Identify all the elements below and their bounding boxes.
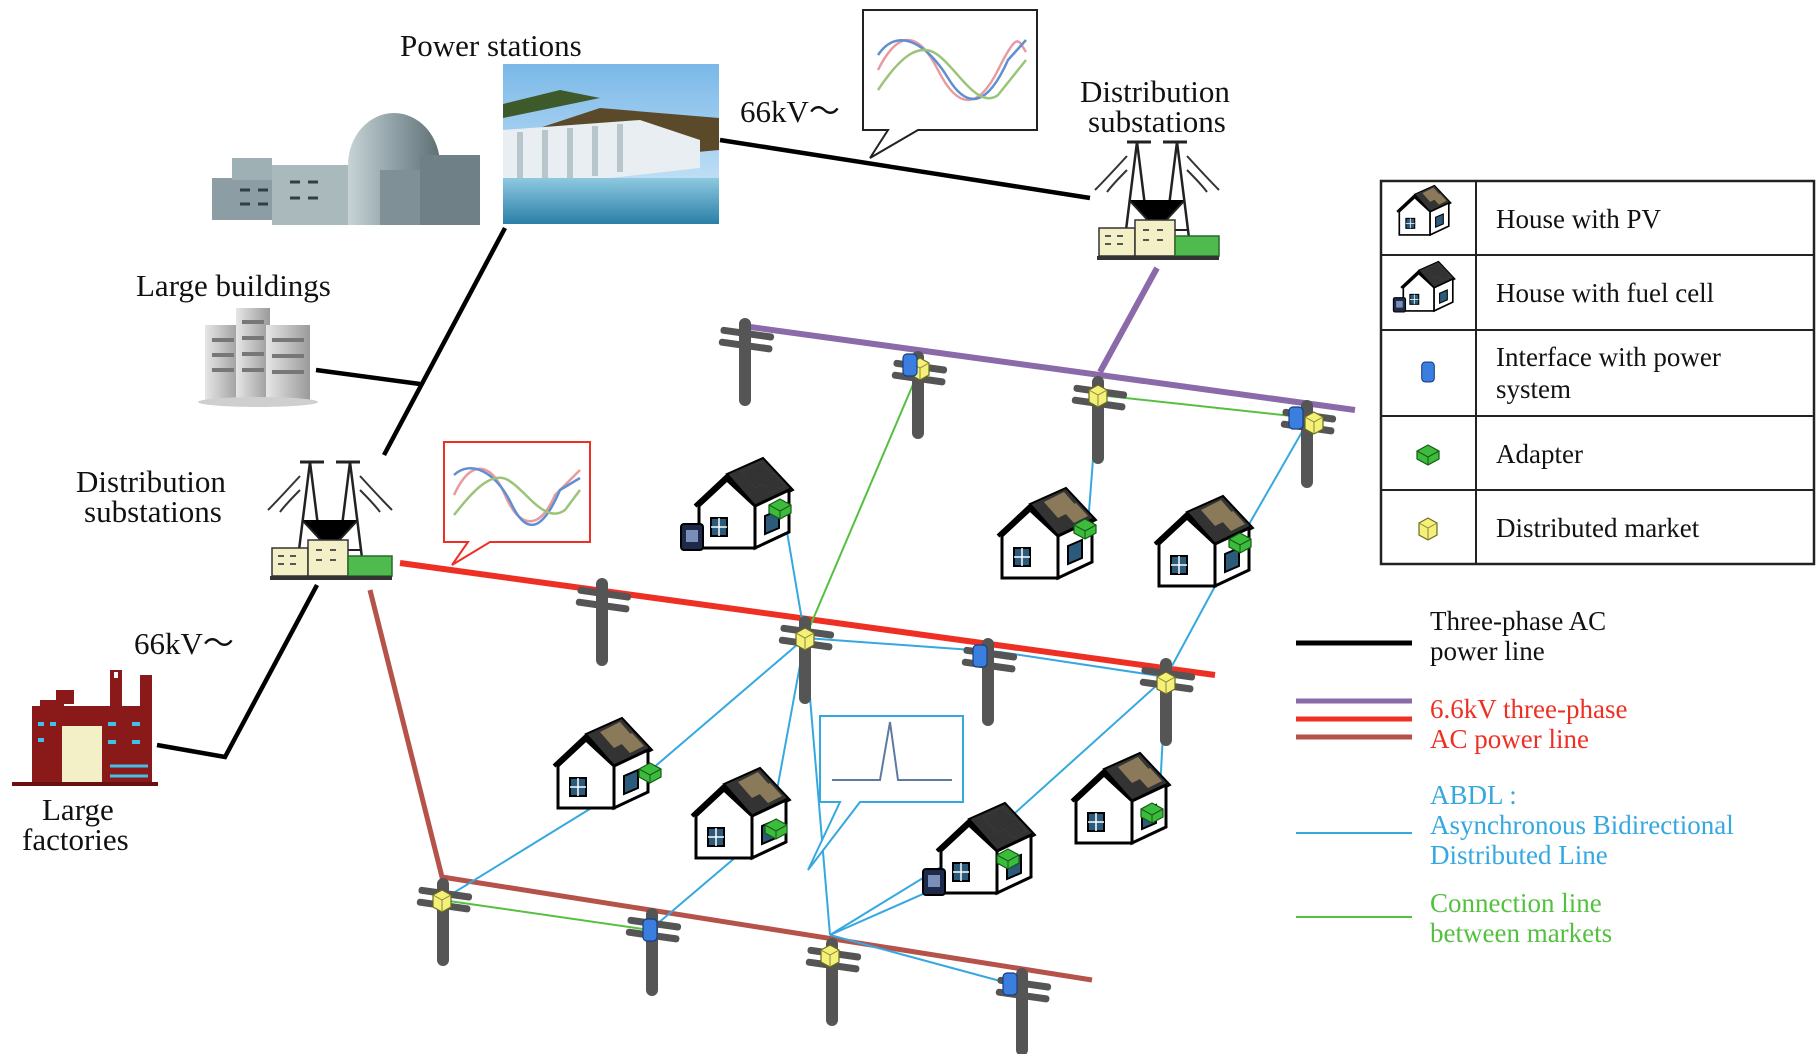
interface-icon <box>902 353 918 377</box>
pole <box>961 638 1018 726</box>
distributed-market-icon <box>820 944 840 968</box>
line-key: Three-phase AC power line 6.6kV three-ph… <box>1296 606 1734 948</box>
legend-interface-label-1: Interface with power <box>1496 342 1721 372</box>
legend-market-label: Distributed market <box>1496 513 1700 543</box>
key-6kv-line-1: 6.6kV three-phase <box>1430 694 1627 724</box>
key-6kv-line-2: AC power line <box>1430 724 1589 754</box>
distributed-market-icon <box>1156 671 1176 695</box>
house-fuel-cell <box>923 803 1035 895</box>
distributed-market-icon <box>795 627 815 651</box>
market-connection-lines <box>441 367 1311 931</box>
key-ac-line-1: Three-phase AC <box>1430 606 1606 636</box>
interface-icon <box>1288 406 1304 430</box>
line-power-station-to-left-substation <box>382 226 507 457</box>
distributed-market-icon <box>432 889 452 913</box>
label-power-stations: Power stations <box>400 28 582 63</box>
purple-distribution-line <box>742 323 1356 413</box>
large-factories <box>12 670 158 786</box>
waveform-bubble-left <box>443 441 591 566</box>
legend-house-pv-label: House with PV <box>1496 204 1662 234</box>
label-substation-left-1: Distribution <box>76 464 226 499</box>
substation-top <box>1093 140 1221 262</box>
brown-distribution-line <box>367 589 1093 983</box>
key-market-line-2: between markets <box>1430 918 1612 948</box>
legend-house-fuel-cell-label: House with fuel cell <box>1496 278 1714 308</box>
houses <box>552 458 1255 895</box>
interface-icon <box>972 644 988 668</box>
substation-left <box>266 460 394 582</box>
house-pv <box>690 766 792 860</box>
label-large-buildings: Large buildings <box>136 268 331 303</box>
large-buildings <box>198 308 318 407</box>
key-abdl-line-1: ABDL : <box>1430 780 1517 810</box>
house-pv <box>1070 751 1172 845</box>
three-phase-ac-lines <box>156 137 1091 760</box>
label-factories-2: factories <box>22 822 129 857</box>
house-pv <box>552 716 654 810</box>
distributed-market-icon <box>1418 517 1438 541</box>
key-market-line-1: Connection line <box>1430 888 1602 918</box>
dam-power-station <box>503 64 719 224</box>
key-ac-line-2: power line <box>1430 636 1545 666</box>
nuclear-plant <box>212 113 480 225</box>
label-substation-top-1: Distribution <box>1080 74 1230 109</box>
interface-icon <box>1002 972 1018 996</box>
line-power-station-to-top-substation <box>719 137 1091 201</box>
key-abdl-line-2: Asynchronous Bidirectional <box>1430 810 1734 840</box>
label-voltage-left: 66kV〜 <box>134 626 234 661</box>
interface-icon <box>1421 361 1435 383</box>
waveform-bubble-top <box>862 9 1038 159</box>
label-substation-left-2: substations <box>84 494 222 529</box>
legend-adapter-label: Adapter <box>1496 439 1583 469</box>
distributed-market-icon <box>1304 411 1324 435</box>
line-left-substation-to-factories <box>156 583 319 760</box>
legend-table: House with PV House with fuel cell Inter… <box>1379 179 1816 566</box>
line-large-buildings-branch <box>315 367 421 387</box>
key-abdl-line-3: Distributed Line <box>1430 840 1608 870</box>
label-substation-top-2: substations <box>1088 104 1226 139</box>
pulse-bubble <box>807 715 964 871</box>
purple-drop-line <box>1097 266 1160 374</box>
label-voltage-top: 66kV〜 <box>740 94 840 129</box>
label-factories-1: Large <box>42 792 114 827</box>
interface-icon <box>642 918 658 942</box>
distributed-market-icon <box>1088 384 1108 408</box>
legend-interface-label-2: system <box>1496 374 1571 404</box>
